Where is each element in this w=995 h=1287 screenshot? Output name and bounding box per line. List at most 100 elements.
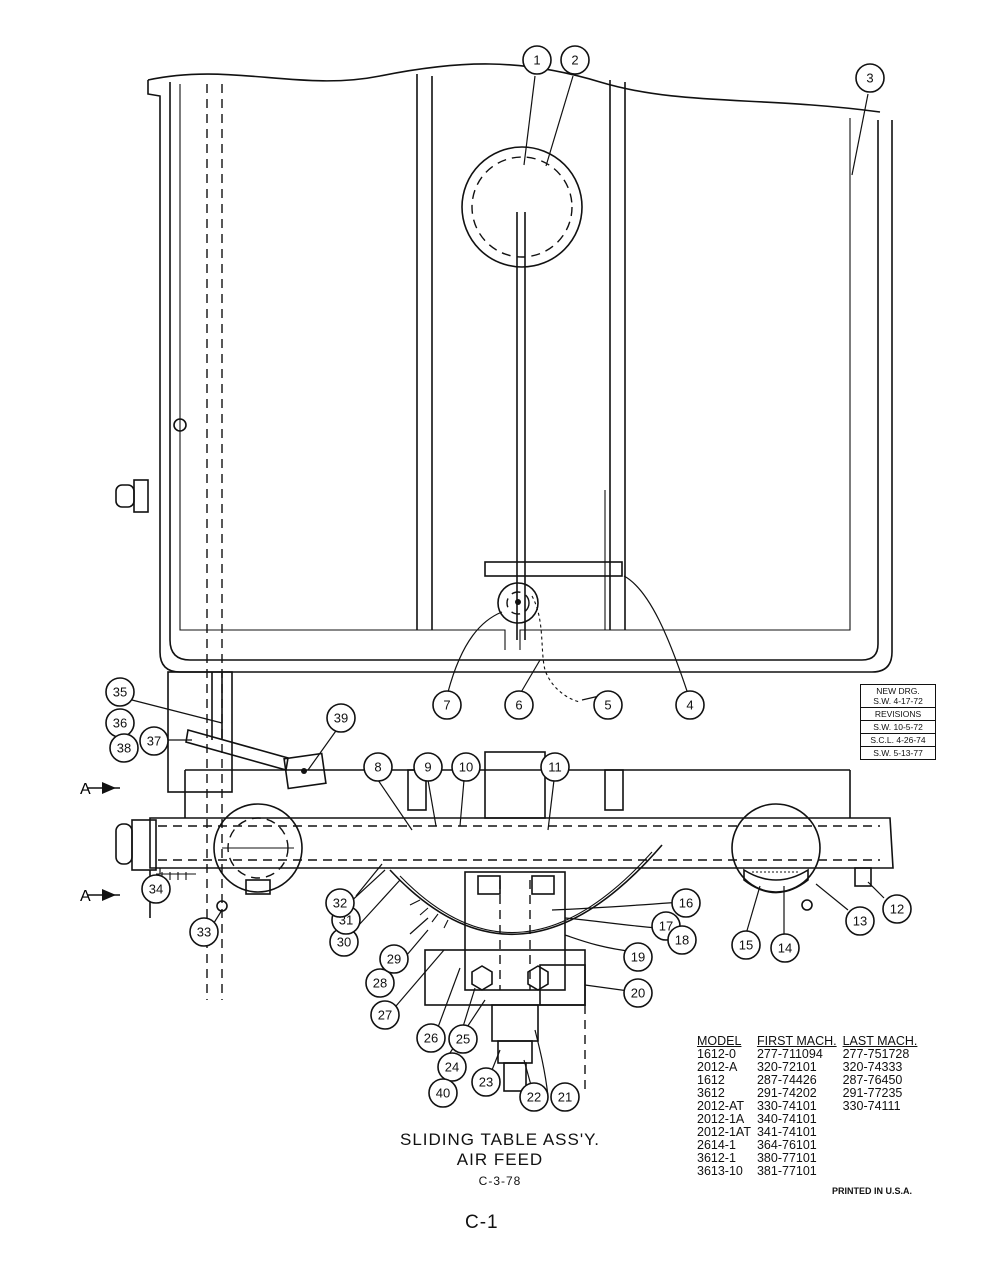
svg-text:36: 36 — [113, 716, 127, 731]
callout-10: 10 — [451, 752, 481, 782]
last-mach-cell — [843, 1126, 924, 1139]
callout-40: 40 — [428, 1078, 458, 1108]
section-label-bottom: A — [80, 888, 91, 905]
callout-27: 27 — [370, 1000, 400, 1030]
callout-21: 21 — [550, 1082, 580, 1112]
svg-text:37: 37 — [147, 734, 161, 749]
model-cell: 1612-0 — [697, 1047, 736, 1061]
table-plan-view — [115, 63, 893, 1000]
callout-25: 25 — [448, 1024, 478, 1054]
svg-text:38: 38 — [117, 741, 131, 756]
callout-17: 17 — [651, 911, 681, 941]
first-mach-cell: 380-77101 — [756, 1151, 817, 1165]
first-mach-cell: 287-74426 — [756, 1073, 817, 1087]
last-mach-cell: 330-74111 — [842, 1099, 901, 1113]
header-first-mach: FIRST MACH. — [756, 1034, 837, 1048]
callout-1: 1 — [522, 45, 552, 75]
svg-text:29: 29 — [387, 952, 401, 967]
drawing-subtitle: AIR FEED — [456, 1150, 544, 1169]
table-row: 3612-1 380-77101 — [697, 1152, 923, 1165]
svg-text:17: 17 — [659, 919, 673, 934]
svg-text:33: 33 — [197, 925, 211, 940]
svg-text:7: 7 — [443, 698, 450, 713]
header-model: MODEL — [697, 1034, 742, 1048]
callout-18: 18 — [667, 925, 697, 955]
svg-text:34: 34 — [149, 882, 163, 897]
callout-38: 38 — [109, 733, 139, 763]
callout-11: 11 — [540, 752, 570, 782]
svg-text:10: 10 — [459, 760, 473, 775]
model-cell: 2012-AT — [697, 1099, 745, 1113]
model-cell: 2012-1A — [697, 1112, 745, 1126]
callout-33: 33 — [189, 917, 219, 947]
svg-text:15: 15 — [739, 938, 753, 953]
last-mach-cell: 320-74333 — [842, 1060, 903, 1074]
svg-text:32: 32 — [333, 896, 347, 911]
callout-6: 6 — [504, 690, 534, 720]
callout-16: 16 — [671, 888, 701, 918]
callout-9: 9 — [413, 752, 443, 782]
callout-3: 3 — [855, 63, 885, 93]
revision-1: S.W. 10-5-72 — [860, 721, 936, 734]
callout-23: 23 — [471, 1067, 501, 1097]
last-mach-cell — [843, 1139, 924, 1152]
svg-text:21: 21 — [558, 1090, 572, 1105]
revisions-label: REVISIONS — [860, 708, 936, 721]
model-cell: 2012-A — [697, 1060, 738, 1074]
svg-text:4: 4 — [686, 698, 693, 713]
svg-text:26: 26 — [424, 1031, 438, 1046]
table-row: 2012-A 320-72101 320-74333 — [697, 1061, 923, 1074]
svg-text:22: 22 — [527, 1090, 541, 1105]
section-label-top: A — [80, 781, 91, 798]
revision-2: S.C.L. 4-26-74 — [860, 734, 936, 747]
model-cell: 3613-10 — [697, 1164, 743, 1178]
svg-text:9: 9 — [424, 760, 431, 775]
last-mach-cell: 291-77235 — [842, 1086, 903, 1100]
svg-text:23: 23 — [479, 1075, 493, 1090]
model-cell: 3612-1 — [697, 1151, 736, 1165]
new-drawing-cell: NEW DRG. S.W. 4-17-72 — [860, 684, 936, 708]
revision-block: NEW DRG. S.W. 4-17-72 REVISIONS S.W. 10-… — [860, 684, 936, 760]
title-block: SLIDING TABLE ASS'Y. AIR FEED C-3-78 — [380, 1130, 620, 1188]
new-drawing-label: NEW DRG. — [876, 686, 920, 696]
callout-24: 24 — [437, 1052, 467, 1082]
drawing-number: C-3-78 — [478, 1174, 522, 1188]
callout-5: 5 — [593, 690, 623, 720]
callout-20: 20 — [623, 978, 653, 1008]
revision-3: S.W. 5-13-77 — [860, 747, 936, 760]
new-drawing-date: S.W. 4-17-72 — [873, 696, 923, 706]
model-cell: 2012-1AT — [697, 1125, 751, 1139]
drawing-title: SLIDING TABLE ASS'Y. — [400, 1130, 600, 1149]
svg-text:19: 19 — [631, 950, 645, 965]
first-mach-cell: 364-76101 — [756, 1138, 817, 1152]
svg-text:24: 24 — [445, 1060, 459, 1075]
last-mach-cell: 277-751728 — [842, 1047, 910, 1061]
svg-text:28: 28 — [373, 976, 387, 991]
callouts: 1 2 3 4 5 6 7 8 9 10 11 12 13 14 15 16 1… — [105, 45, 912, 1112]
callout-14: 14 — [770, 933, 800, 963]
callout-34: 34 — [141, 874, 171, 904]
svg-text:27: 27 — [378, 1008, 392, 1023]
svg-text:11: 11 — [548, 760, 562, 775]
svg-text:30: 30 — [337, 935, 351, 950]
model-table-header: MODEL FIRST MACH. LAST MACH. — [697, 1035, 923, 1048]
svg-text:25: 25 — [456, 1032, 470, 1047]
last-mach-cell — [843, 1152, 924, 1165]
callout-4: 4 — [675, 690, 705, 720]
first-mach-cell: 320-72101 — [756, 1060, 817, 1074]
callout-36: 36 — [105, 708, 135, 738]
callout-32: 32 — [325, 888, 355, 918]
last-mach-cell — [843, 1165, 924, 1178]
table-row: 3613-10 381-77101 — [697, 1165, 923, 1178]
first-mach-cell: 381-77101 — [756, 1164, 817, 1178]
table-section-view — [88, 751, 894, 1095]
callout-29: 29 — [379, 944, 409, 974]
svg-text:5: 5 — [604, 698, 611, 713]
callout-8: 8 — [363, 752, 393, 782]
